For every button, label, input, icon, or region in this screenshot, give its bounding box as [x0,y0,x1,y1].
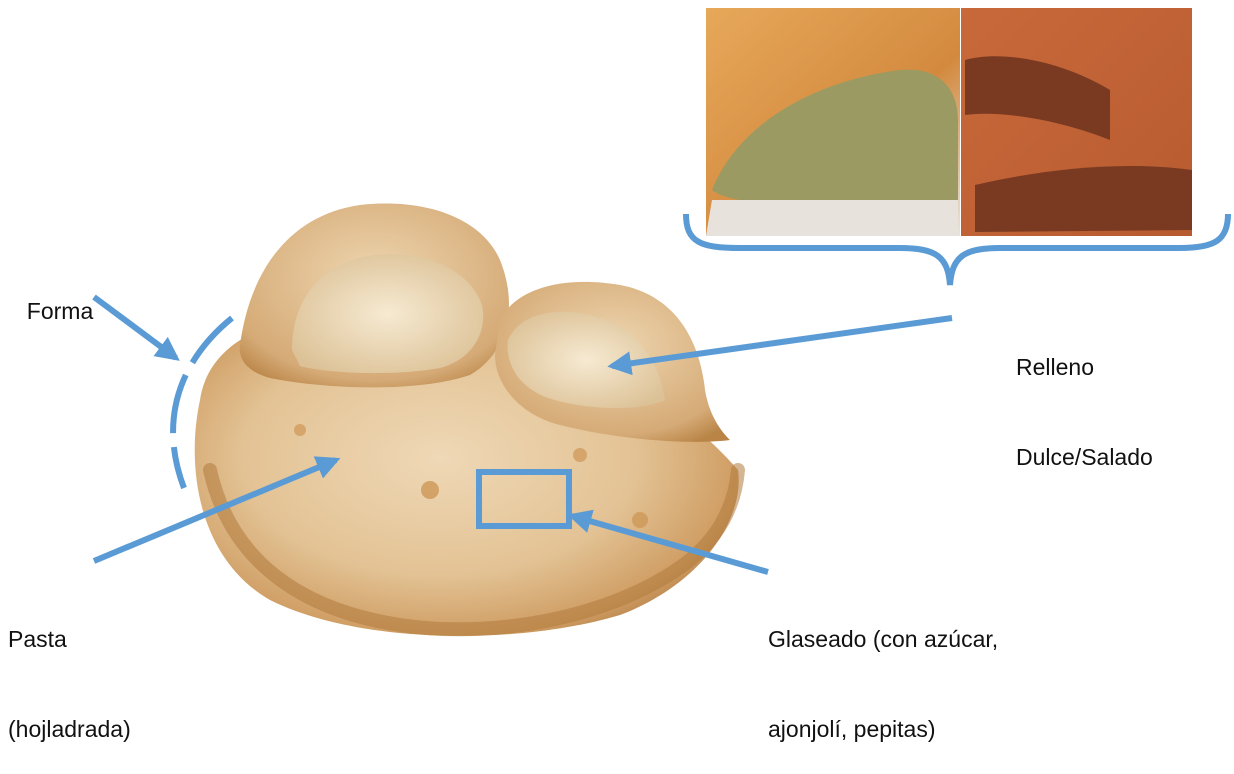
label-pasta: Pasta (hojladrada) [8,564,131,774]
label-relleno-line1: Relleno [1016,352,1153,382]
label-forma-text: Forma [27,298,93,324]
label-forma: Forma [14,266,93,326]
label-glaseado-line1: Glaseado (con azúcar, [768,624,998,654]
label-glaseado-line2: ajonjolí, pepitas) [768,714,998,744]
plate-surface [706,200,958,236]
browned-spot [294,424,306,436]
label-relleno-line2: Dulce/Salado [1016,442,1153,472]
label-pasta-line1: Pasta [8,624,131,654]
browned-spot [573,448,587,462]
label-relleno: Relleno Dulce/Salado [1016,292,1153,502]
browned-spot [421,481,439,499]
savory-filling-photo [706,8,960,236]
label-pasta-line2: (hojladrada) [8,714,131,744]
empanada-photo [195,203,739,635]
forma-arrow [94,297,176,358]
label-glaseado: Glaseado (con azúcar, ajonjolí, pepitas) [768,564,998,774]
meat-filling-photo [961,8,1192,236]
browned-spot [632,512,648,528]
filling-photos-inset [706,8,1192,236]
